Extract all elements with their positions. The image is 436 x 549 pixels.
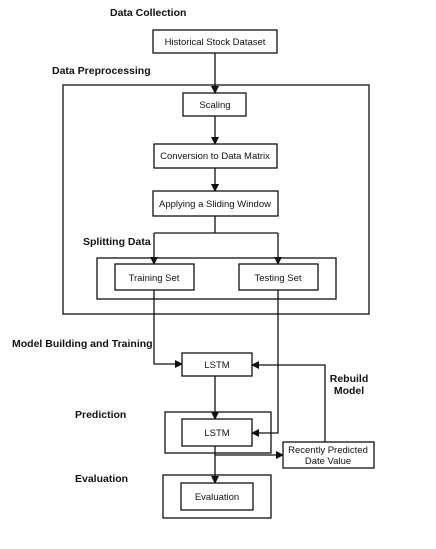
section-label-data-collection: Data Collection [110,7,186,19]
node-label-recent-line2: Date Value [305,456,351,467]
splitting-group [96,257,337,300]
edge-rebuild-model [251,361,326,442]
edge-training-to-lstm [153,290,183,368]
node-historical-stock-dataset: Historical Stock Dataset [152,29,278,54]
node-label-testing-set: Testing Set [255,273,302,284]
node-training-set: Training Set [114,263,195,291]
preprocessing-group [62,84,370,315]
node-label-lstm-training: LSTM [204,360,229,371]
node-label-sliding-window: Applying a Sliding Window [159,199,271,210]
section-label-splitting-data: Splitting Data [83,236,151,248]
node-conversion-to-data-matrix: Conversion to Data Matrix [153,143,278,169]
annotation-rebuild-line2: Model [334,385,364,397]
section-label-data-preprocessing: Data Preprocessing [52,65,151,77]
node-label-lstm-prediction: LSTM [204,428,229,439]
node-label-training-set: Training Set [129,273,180,284]
annotation-rebuild-line1: Rebuild [330,373,369,385]
node-label-recent-line1: Recently Predicted [288,445,368,456]
node-evaluation: Evaluation [180,482,254,511]
section-label-evaluation: Evaluation [75,473,128,485]
node-label-evaluation: Evaluation [195,492,239,503]
node-label-dataset: Historical Stock Dataset [165,37,266,48]
node-applying-sliding-window: Applying a Sliding Window [152,190,279,217]
node-recently-predicted-date-value: Recently Predicted Date Value [282,441,375,469]
node-lstm-training: LSTM [181,352,253,377]
node-label-scaling: Scaling [199,100,230,111]
evaluation-group [162,474,272,519]
edge-testing-to-lstm-predict [251,290,279,437]
node-testing-set: Testing Set [238,263,319,291]
node-lstm-prediction: LSTM [181,418,253,447]
node-label-conversion: Conversion to Data Matrix [160,151,270,162]
node-scaling: Scaling [182,92,247,117]
section-label-model-building: Model Building and Training [12,338,153,350]
section-label-prediction: Prediction [75,409,126,421]
